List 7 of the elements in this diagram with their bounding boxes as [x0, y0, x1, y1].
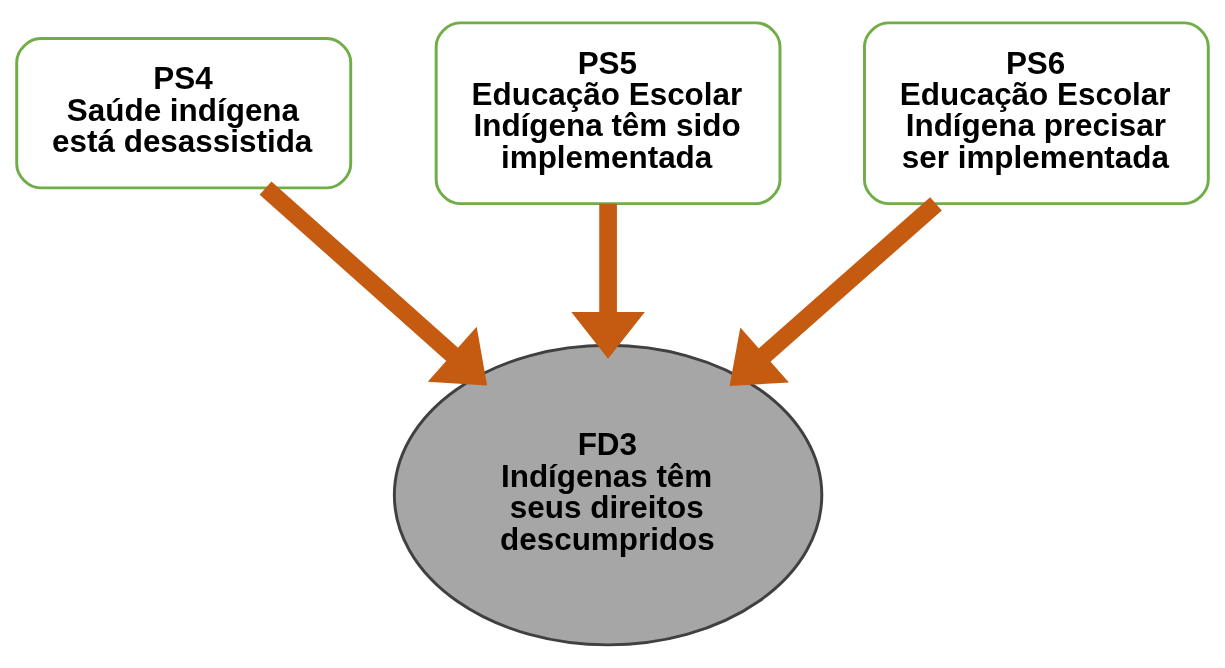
- arrow: [259, 181, 488, 386]
- arrow: [571, 203, 645, 359]
- arrow: [729, 197, 942, 386]
- node-box: PS4 Saúde indígena está desassistida: [15, 37, 353, 190]
- node-ellipse: FD3 Indígenas têm seus direitos descumpridos: [392, 343, 824, 647]
- node-box: PS5 Educação Escolar Indígena têm sido implementada: [434, 21, 782, 206]
- node-box: PS6 Educação Escolar Indígena precisar ser implementada: [863, 21, 1210, 206]
